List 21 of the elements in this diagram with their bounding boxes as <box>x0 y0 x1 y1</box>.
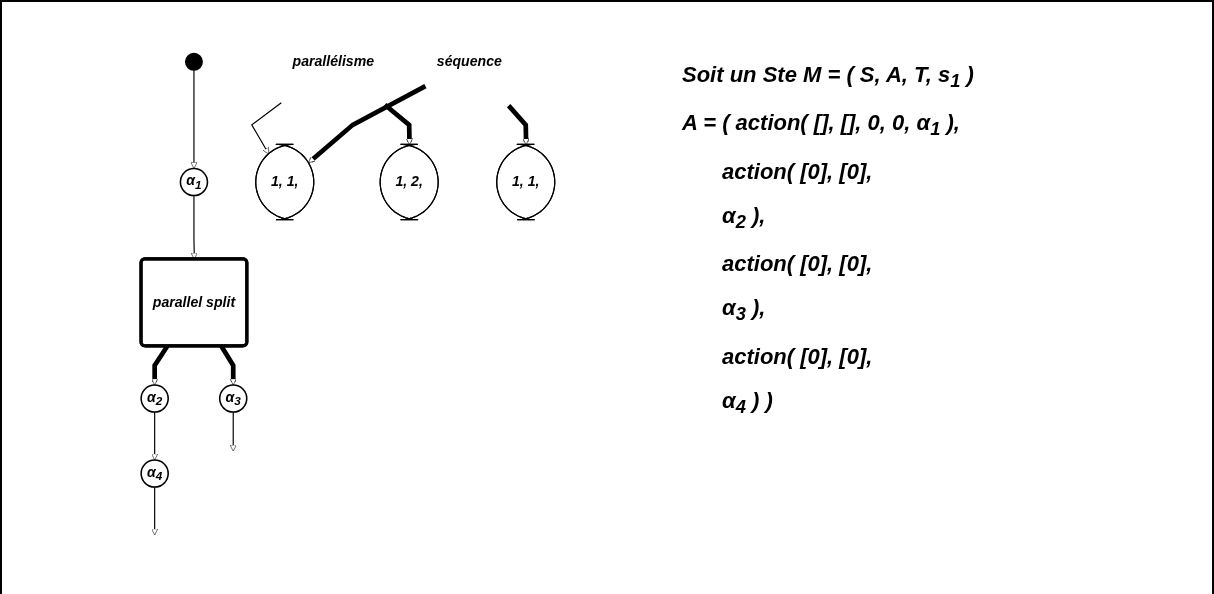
node-text: séquence <box>437 53 503 70</box>
node-circle: α$_{1}$ <box>179 167 209 197</box>
action-term: α$_{3}$ ), <box>722 295 766 326</box>
action-term: α$_{2}$ ), <box>722 202 766 234</box>
formula-text: Soit un Ste M = ( S, A, T, s$_{1}$ ) <box>682 62 974 93</box>
arrow <box>151 411 159 461</box>
arrow <box>308 84 427 164</box>
action-term: action( [0], [0], <box>722 343 873 370</box>
formula-text: A = ( action( [], [], 0, 0, α$_{1}$ ), <box>682 110 960 141</box>
node-circle: α$_{3}$ <box>219 384 248 413</box>
action-term: action( [0], [0], <box>722 251 873 278</box>
arrow <box>151 486 159 536</box>
action-term: action( [0], [0], <box>722 158 873 185</box>
node-circle: α$_{4}$ <box>140 459 170 488</box>
node-circle <box>185 52 204 71</box>
arrow <box>251 102 283 155</box>
arrow <box>230 411 237 452</box>
arrow <box>190 69 198 169</box>
node-text: parallélisme <box>292 53 375 70</box>
node-circle: α$_{2}$ <box>140 384 170 413</box>
action-term: α$_{4}$ ) ) <box>722 387 773 418</box>
